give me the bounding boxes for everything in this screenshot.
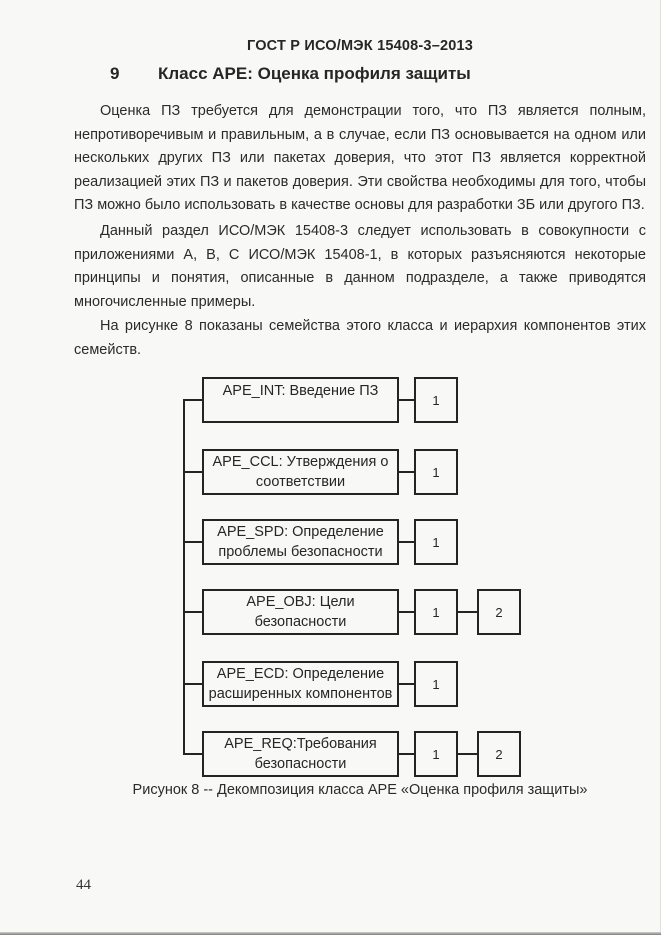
connector-ape-spd-to-component-1 [399,541,414,543]
family-box-ape-int: APE_INT: Введение ПЗ [202,377,399,423]
family-box-ape-req: APE_REQ:Требования безопасности [202,731,399,777]
component-number-ape-ecd-1: 1 [432,676,440,692]
connector-ape-int-to-component-1 [399,399,414,401]
component-box-ape-int-1: 1 [414,377,458,423]
connector-ape-req-to-component-1 [399,753,414,755]
connector-spine-to-ape-obj [183,611,202,613]
component-box-ape-obj-1: 1 [414,589,458,635]
family-box-ape-ccl-label-line-1: APE_CCL: Утверждения о [212,454,389,470]
scan-bottom-edge [0,932,661,935]
component-box-ape-ccl-1: 1 [414,449,458,495]
connector-spine-to-ape-req [183,753,202,755]
connector-ape-obj-component-1-to-2 [458,611,477,613]
connector-spine-to-ape-int [183,399,202,401]
component-box-ape-spd-1: 1 [414,519,458,565]
connector-ape-ecd-to-component-1 [399,683,414,685]
family-box-ape-obj-label-line-1: APE_OBJ: Цели безопасности [246,594,355,630]
component-number-ape-req-1: 1 [432,746,440,762]
family-box-ape-obj: APE_OBJ: Цели безопасности [202,589,399,635]
section-number: 9 [110,64,120,83]
family-box-ape-ccl: APE_CCL: Утверждения о соответствии [202,449,399,495]
family-box-ape-ecd-label-line-1: APE_ECD: Определение [216,666,385,682]
body-paragraph-2: Данный раздел ИСО/МЭК 15408-3 следует ис… [74,223,646,310]
component-number-ape-obj-2: 2 [495,604,503,620]
family-box-ape-ecd-label-line-2: расширенных компонентов [208,686,393,702]
connector-spine-to-ape-ccl [183,471,202,473]
family-box-ape-req-label-line-1: APE_REQ:Требования [224,736,377,752]
class-tree-spine [183,399,185,755]
family-box-ape-spd: APE_SPD: Определение проблемы безопасност… [202,519,399,565]
component-box-ape-req-2: 2 [477,731,521,777]
component-number-ape-ccl-1: 1 [432,464,440,480]
connector-ape-ccl-to-component-1 [399,471,414,473]
family-box-ape-req-label-line-2: безопасности [254,756,347,772]
component-box-ape-obj-2: 2 [477,589,521,635]
section-title: Класс APE: Оценка профиля защиты [158,64,471,83]
family-box-ape-spd-label-line-1: APE_SPD: Определение [217,524,384,540]
family-box-ape-ccl-label-line-2: соответствии [255,474,346,490]
connector-spine-to-ape-ecd [183,683,202,685]
component-number-ape-int-1: 1 [432,392,440,408]
family-box-ape-int-label-line-1: APE_INT: Введение ПЗ [222,383,379,399]
page-number: 44 [76,877,91,893]
component-box-ape-ecd-1: 1 [414,661,458,707]
figure-caption: Рисунок 8 -- Декомпозиция класса APE «Оц… [132,782,588,798]
component-box-ape-req-1: 1 [414,731,458,777]
section-heading: 9 Класс APE: Оценка профиля защиты [110,64,630,84]
family-box-ape-spd-label-line-2: проблемы безопасности [218,544,383,560]
component-number-ape-req-2: 2 [495,746,503,762]
component-number-ape-spd-1: 1 [432,534,440,550]
connector-ape-req-component-1-to-2 [458,753,477,755]
family-box-ape-ecd: APE_ECD: Определение расширенных компонен… [202,661,399,707]
connector-spine-to-ape-spd [183,541,202,543]
running-header: ГОСТ Р ИСО/МЭК 15408-3–2013 [246,38,474,54]
body-paragraph-3: На рисунке 8 показаны семейства этого кл… [74,318,646,358]
body-paragraph-1: Оценка ПЗ требуется для демонстрации тог… [74,103,646,213]
component-number-ape-obj-1: 1 [432,604,440,620]
connector-ape-obj-to-component-1 [399,611,414,613]
